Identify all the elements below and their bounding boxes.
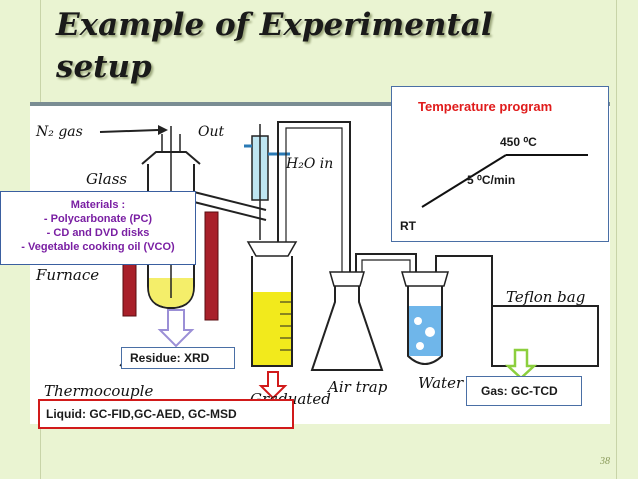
label-air-trap: Air trap bbox=[326, 378, 388, 396]
vapour-line bbox=[193, 191, 267, 211]
connector-tube bbox=[355, 253, 417, 272]
gas-bubble bbox=[425, 327, 435, 337]
n2-arrow-head bbox=[158, 125, 168, 135]
label-h2o-in: H₂O in bbox=[285, 156, 333, 172]
materials-heading: Materials : bbox=[70, 199, 126, 211]
water-trap-tube bbox=[407, 286, 443, 365]
gas-arrow bbox=[504, 348, 538, 380]
materials-box: Materials : - Polycarbonate (PC) - CD an… bbox=[0, 191, 196, 265]
cylinder-stopper bbox=[246, 241, 298, 257]
water-trap-stopper bbox=[401, 271, 449, 287]
materials-item: - Vegetable cooking oil (VCO) bbox=[21, 241, 175, 253]
liquid-label: Liquid: GC-FID,GC-AED, GC-MSD bbox=[46, 407, 237, 421]
label-teflon-bag: Teflon bag bbox=[506, 288, 585, 306]
graduated-cylinder bbox=[251, 256, 293, 367]
gas-line-inner bbox=[285, 127, 343, 284]
liquid-box: Liquid: GC-FID,GC-AED, GC-MSD bbox=[38, 399, 294, 429]
liquid-arrow bbox=[258, 371, 288, 400]
gas-bubble bbox=[414, 317, 422, 325]
residue-box: Residue: XRD bbox=[121, 347, 235, 369]
page-number: 38 bbox=[600, 456, 610, 467]
vapour-line-lower bbox=[193, 201, 267, 221]
teflon-bag bbox=[491, 305, 599, 367]
glass-reactor bbox=[147, 164, 195, 309]
air-trap-stopper bbox=[329, 271, 365, 287]
label-furnace: Furnace bbox=[35, 266, 99, 284]
gas-box: Gas: GC-TCD bbox=[466, 376, 582, 406]
label-out: Out bbox=[198, 124, 224, 140]
materials-item: - Polycarbonate (PC) bbox=[43, 213, 153, 225]
connector-tube-inner bbox=[361, 259, 411, 272]
right-margin-rule bbox=[616, 0, 617, 479]
air-trap-flask bbox=[310, 284, 384, 371]
temperature-ramp bbox=[421, 154, 588, 208]
apparatus-drawing: N₂ gas Out Glass reactor H₂O in Furnace … bbox=[35, 121, 599, 408]
temperature-start: RT bbox=[400, 219, 416, 233]
residue-arrow bbox=[157, 309, 195, 348]
slide-title: Example of Experimental setup bbox=[56, 4, 516, 88]
title-line-2: setup bbox=[56, 49, 152, 85]
residue-label: Residue: XRD bbox=[130, 351, 210, 365]
label-n2-gas: N₂ gas bbox=[35, 124, 83, 140]
bag-connector bbox=[435, 255, 493, 306]
ramp-line bbox=[421, 154, 507, 208]
gas-label: Gas: GC-TCD bbox=[481, 384, 558, 398]
title-line-1: Example of Experimental bbox=[56, 7, 493, 43]
liquid-product bbox=[253, 292, 291, 365]
materials-item: - CD and DVD disks bbox=[46, 227, 150, 239]
label-thermocouple: Thermocouple bbox=[44, 382, 153, 400]
n2-arrow-line bbox=[99, 129, 159, 133]
water-in-trap bbox=[409, 306, 441, 356]
temperature-program-title: Temperature program bbox=[418, 99, 553, 114]
gas-line bbox=[277, 121, 351, 284]
furnace-right-wall bbox=[204, 211, 219, 321]
temperature-program-box: Temperature program 450 ⁰C 5 ⁰C/min RT bbox=[391, 86, 609, 242]
heating-rate: 5 ⁰C/min bbox=[467, 173, 516, 187]
temperature-peak: 450 ⁰C bbox=[500, 135, 537, 149]
label-glass: Glass bbox=[86, 170, 127, 188]
gas-bubble bbox=[416, 342, 424, 350]
